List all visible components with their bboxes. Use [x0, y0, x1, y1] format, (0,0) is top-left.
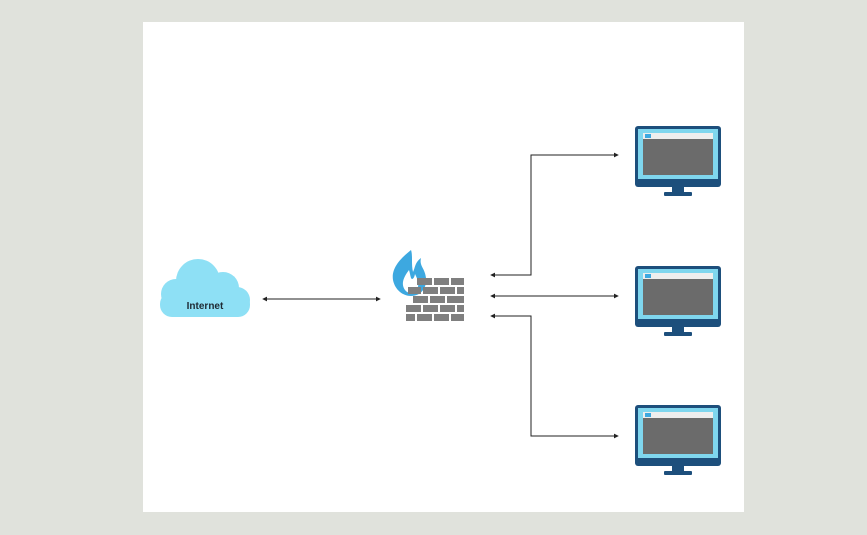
- cloud-icon: [160, 259, 250, 317]
- network-diagram: Internet: [160, 126, 721, 475]
- internet-label: Internet: [187, 301, 224, 312]
- firewall-icon: [392, 250, 464, 321]
- monitor-icon: [635, 126, 721, 196]
- computer-1: [635, 126, 721, 196]
- monitor-icon: [635, 266, 721, 336]
- connector-computer-1: [490, 152, 619, 278]
- computer-2: [635, 266, 721, 336]
- diagram-canvas: Internet: [143, 22, 744, 512]
- connectors-firewall-computers: [490, 152, 619, 439]
- internet-cloud: Internet: [160, 259, 250, 317]
- computer-3: [635, 405, 721, 475]
- brick-wall: [406, 278, 464, 321]
- monitor-icon: [635, 405, 721, 475]
- connector-computer-3: [490, 313, 619, 439]
